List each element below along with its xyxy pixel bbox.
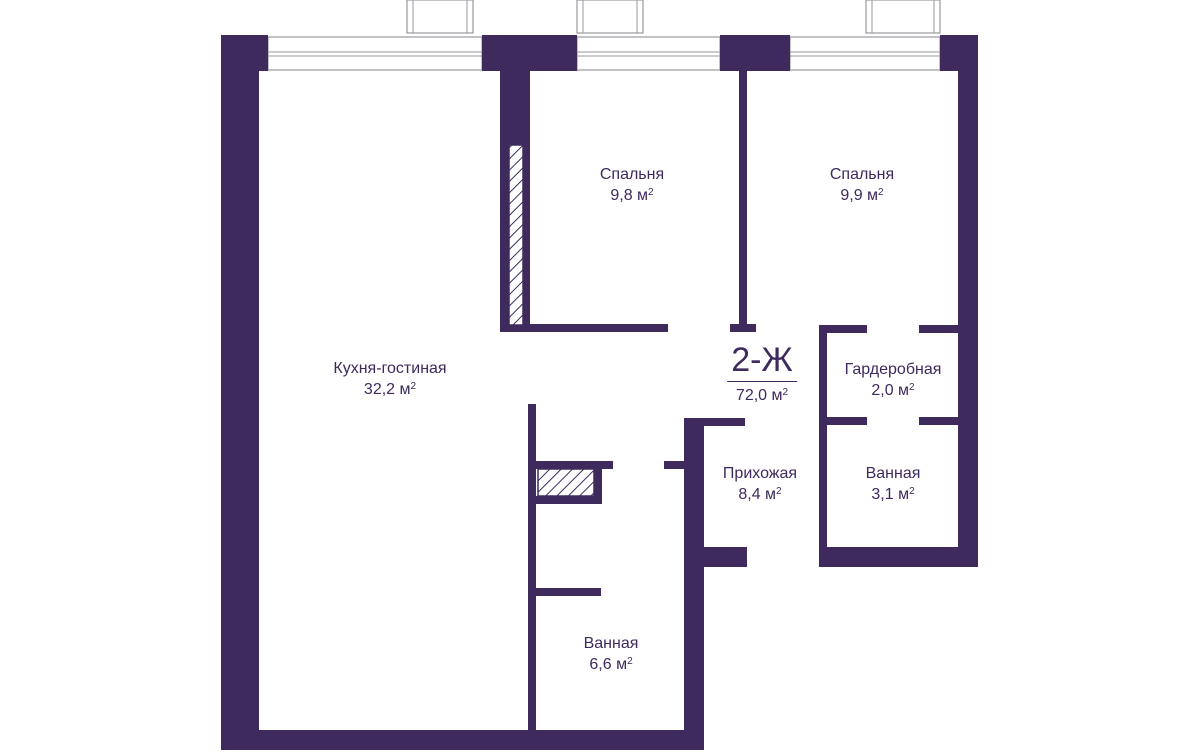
room-area: 32,2 м2: [363, 381, 417, 398]
window-group: [267, 0, 941, 71]
window-middle: [576, 0, 721, 71]
room-name: Ванная: [583, 635, 639, 652]
room-area: 2,0 м2: [871, 382, 915, 399]
unit-badge: 2-Ж 72,0 м2: [727, 341, 797, 407]
room-label-hallway: Прихожая 8,4 м2: [723, 463, 797, 505]
room-area: 9,9 м2: [840, 187, 884, 204]
interior-walls: [500, 70, 978, 750]
room-name: Спальня: [829, 166, 895, 183]
room-area: 9,8 м2: [610, 187, 654, 204]
ventilation-shafts: [508, 144, 595, 497]
room-area: 8,4 м2: [738, 486, 782, 503]
room-name: Гардеробная: [844, 361, 942, 378]
room-label-kitchen-living: Кухня-гостиная 32,2 м2: [333, 358, 446, 400]
room-name: Прихожая: [722, 465, 798, 482]
window-right: [789, 0, 941, 71]
shaft-bathroom: [537, 468, 595, 497]
unit-total-area: 72,0 м2: [735, 387, 789, 404]
room-name: Кухня-гостиная: [333, 360, 447, 377]
unit-code: 2-Ж: [727, 341, 797, 382]
room-label-bathroom-large: Ванная 6,6 м2: [584, 633, 639, 675]
room-label-wardrobe: Гардеробная 2,0 м2: [845, 359, 942, 401]
room-name: Спальня: [599, 166, 665, 183]
room-label-bedroom-1: Спальня 9,8 м2: [600, 164, 664, 206]
room-label-bedroom-2: Спальня 9,9 м2: [830, 164, 894, 206]
room-area: 6,6 м2: [589, 656, 633, 673]
exterior-walls: [221, 35, 978, 750]
room-label-bathroom-small: Ванная 3,1 м2: [866, 463, 921, 505]
shaft-bedroom: [508, 144, 524, 326]
room-name: Ванная: [865, 465, 921, 482]
room-area: 3,1 м2: [871, 486, 915, 503]
window-left: [267, 0, 483, 71]
